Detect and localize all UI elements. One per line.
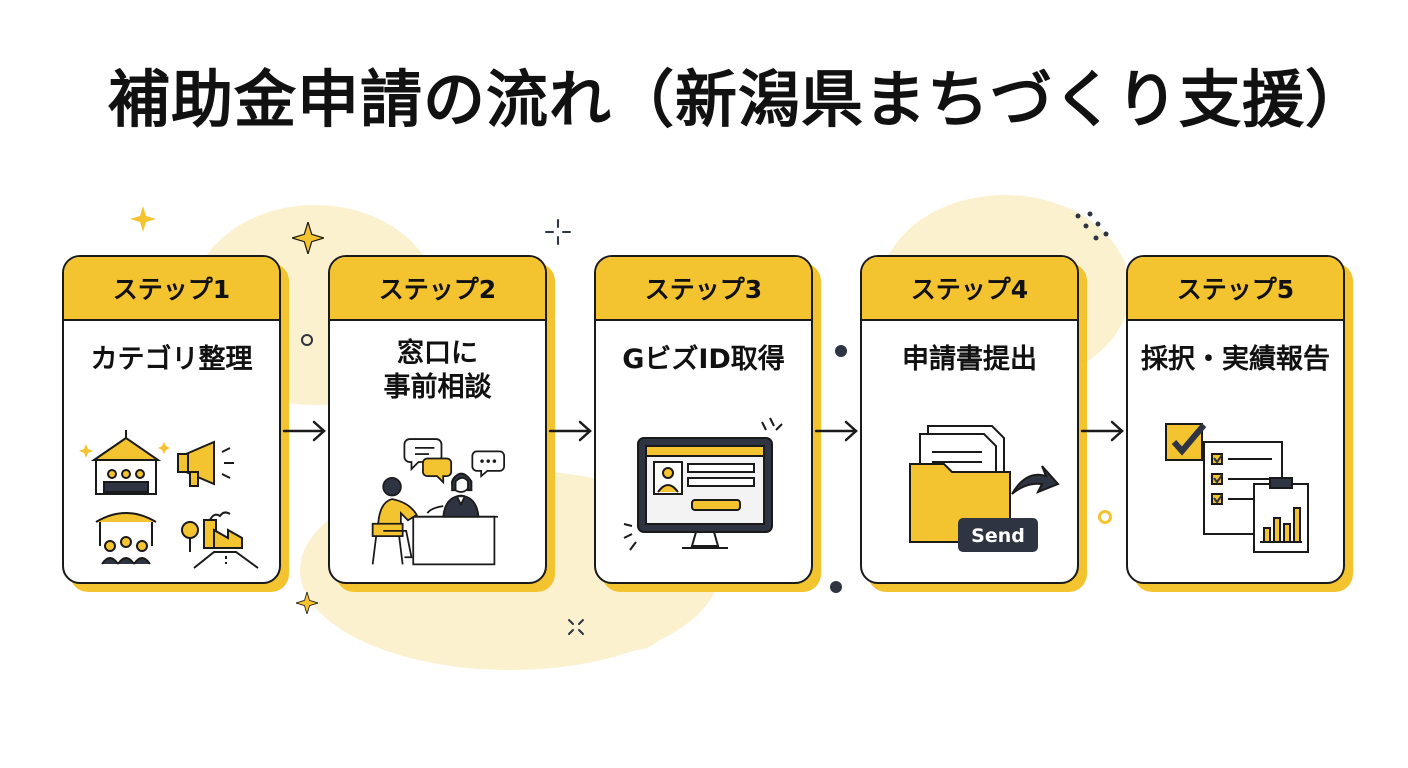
arrow-right-icon [282, 420, 326, 442]
sparkle-icon [296, 592, 318, 614]
consultation-icon [371, 438, 505, 566]
card-body: ステップ1 カテゴリ整理 [62, 255, 281, 584]
step-label-line: 窓口に [397, 338, 478, 369]
step-label: カテゴリ整理 [64, 343, 279, 377]
step-label-line: GビズID取得 [622, 344, 785, 375]
step-label-line: 採択・実績報告 [1141, 344, 1330, 375]
step-label: 窓口に 事前相談 [330, 337, 545, 405]
step-header: ステップ2 [330, 257, 545, 321]
sparkle-icon [292, 222, 324, 254]
step-label-line: カテゴリ整理 [90, 344, 253, 375]
arrow-right-icon [548, 420, 592, 442]
document-folder-send-icon: Send [909, 425, 1060, 552]
category-sort-icon [79, 430, 259, 569]
step-card-1: ステップ1 カテゴリ整理 [62, 255, 289, 592]
step-header: ステップ5 [1128, 257, 1343, 321]
step-header: ステップ1 [64, 257, 279, 321]
sparkle-icon [130, 206, 156, 232]
step-card-5: ステップ5 採択・実績報告 [1126, 255, 1353, 592]
step-header: ステップ3 [596, 257, 811, 321]
ring-dot-icon [1098, 510, 1112, 524]
ring-dot-icon [301, 334, 313, 346]
background-blob [605, 600, 665, 650]
step-card-4: ステップ4 申請書提出 Send [860, 255, 1087, 592]
send-button-shape [958, 518, 1038, 552]
card-body: ステップ2 窓口に 事前相談 [328, 255, 547, 584]
step-label-line: 申請書提出 [902, 344, 1037, 375]
step-header: ステップ4 [862, 257, 1077, 321]
arrow-right-icon [1080, 420, 1124, 442]
arrow-right-icon [814, 420, 858, 442]
step-label: GビズID取得 [596, 343, 811, 377]
dot-icon [830, 581, 842, 593]
step-card-2: ステップ2 窓口に 事前相談 [328, 255, 555, 592]
page-title: 補助金申請の流れ（新潟県まちづくり支援） [108, 63, 1369, 136]
send-button-label: Send [971, 525, 1025, 547]
twinkle-icon [568, 619, 584, 635]
card-body: ステップ3 GビズID取得 [594, 255, 813, 584]
dot-icon [835, 345, 847, 357]
step-label: 申請書提出 [862, 343, 1077, 377]
step-label: 採択・実績報告 [1128, 343, 1343, 377]
card-body: ステップ5 採択・実績報告 [1126, 255, 1345, 584]
step-label-line: 事前相談 [383, 372, 492, 403]
dots-cluster-icon [1075, 211, 1109, 241]
step-card-3: ステップ3 GビズID取得 [594, 255, 821, 592]
checklist-report-icon [1165, 423, 1309, 553]
twinkle-icon [545, 219, 571, 245]
computer-id-icon [623, 417, 783, 551]
card-body: ステップ4 申請書提出 Send [860, 255, 1079, 584]
